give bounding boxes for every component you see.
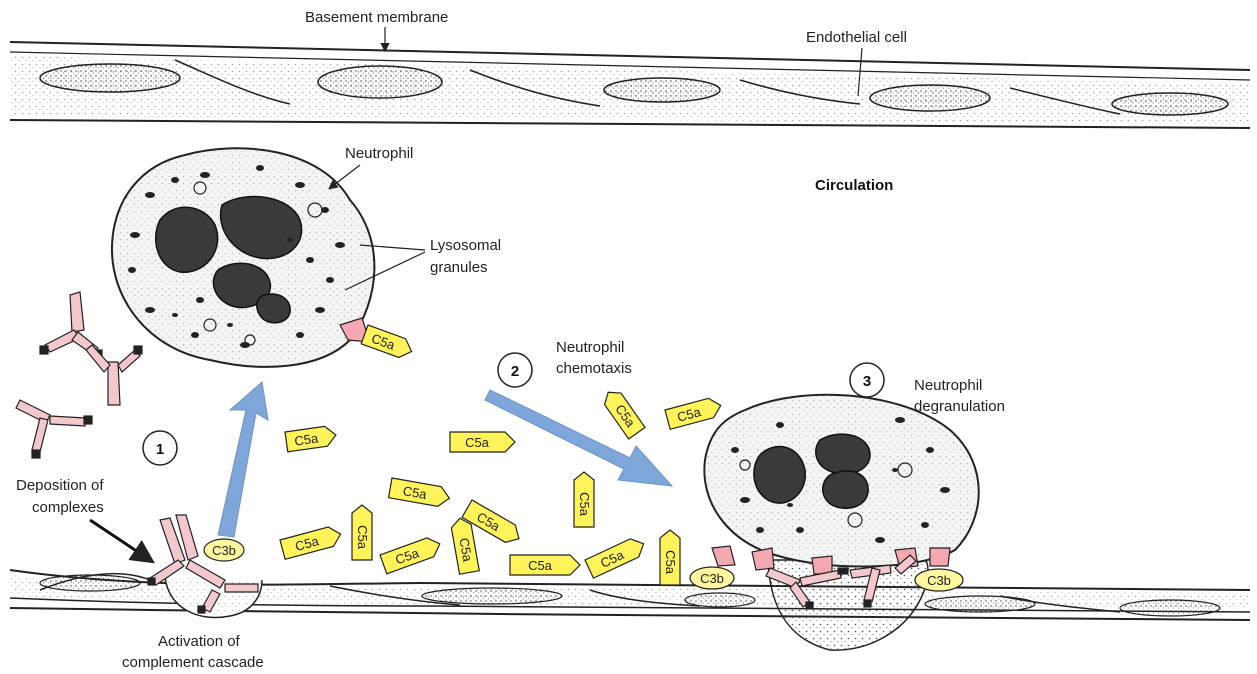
endothelial-nucleus [422, 588, 562, 604]
c5a-tag: C5a [352, 505, 372, 560]
deposition-pointer [90, 520, 150, 560]
endothelial-cell-label: Endothelial cell [806, 29, 907, 46]
activation-arrow [218, 382, 268, 537]
c5a-tag: C5a [389, 478, 452, 508]
nucleus-lobe [754, 447, 805, 504]
step-3-marker: 3 [850, 363, 884, 397]
chemotaxis-label-1: Neutrophil [556, 339, 624, 356]
step-2-marker: 2 [498, 353, 532, 387]
svg-text:2: 2 [511, 363, 519, 380]
c5a-tag: C5a [585, 535, 648, 578]
svg-text:C5a: C5a [355, 525, 370, 550]
c5a-tag: C5a [361, 325, 415, 361]
c5a-tag: C5a [574, 472, 594, 527]
circulation-label: Circulation [815, 177, 893, 194]
nucleus-lobe [156, 207, 218, 272]
c5a-tag: C5a [285, 425, 337, 452]
endothelial-nucleus [685, 593, 755, 607]
activation-label-2: complement cascade [122, 654, 264, 671]
c5a-tag: C5a [660, 530, 680, 585]
endothelial-nucleus [1120, 600, 1220, 616]
activation-label-1: Activation of [158, 633, 241, 650]
step-1-marker: 1 [143, 431, 177, 465]
c5a-tag: C5a [380, 534, 443, 573]
endothelial-nucleus [925, 596, 1035, 612]
c5a-tag: C5a [450, 432, 515, 452]
svg-text:C3b: C3b [700, 571, 724, 586]
degranulation-label-1: Neutrophil [914, 377, 982, 394]
c3b-tag: C3b [915, 569, 963, 591]
neutrophil-cell [112, 148, 374, 367]
endothelial-nucleus [604, 78, 720, 102]
chemotaxis-arrow [485, 390, 672, 486]
degranulation-label-2: degranulation [914, 398, 1005, 415]
svg-text:1: 1 [156, 441, 164, 458]
nucleus-lobe [257, 294, 290, 323]
free-antibody [86, 345, 142, 405]
svg-text:C5a: C5a [663, 550, 678, 575]
c5a-tag: C5a [280, 524, 343, 559]
endothelial-nucleus [1112, 93, 1228, 115]
svg-text:C5a: C5a [465, 435, 490, 450]
deposition-label-2: complexes [32, 499, 104, 516]
endothelial-nucleus [40, 64, 180, 92]
nucleus-lobe [816, 434, 870, 474]
neutrophil-label: Neutrophil [345, 145, 413, 162]
endothelial-nucleus [40, 575, 140, 591]
c5a-tag: C5a [600, 387, 645, 439]
svg-text:3: 3 [863, 373, 871, 390]
svg-text:C5a: C5a [577, 492, 592, 517]
chemotaxis-label-2: chemotaxis [556, 360, 632, 377]
lysosomal-label-1: Lysosomal [430, 237, 501, 254]
free-antibody [16, 400, 92, 458]
basement-membrane-label: Basement membrane [305, 9, 448, 26]
svg-text:C3b: C3b [212, 543, 236, 558]
top-vessel-wall [10, 42, 1250, 128]
endothelial-nucleus [870, 85, 990, 111]
c3b-tag: C3b [690, 567, 734, 589]
endothelial-nucleus [318, 66, 442, 98]
svg-text:C3b: C3b [927, 573, 951, 588]
c3b-tag: C3b [204, 539, 244, 561]
lysosomal-label-2: granules [430, 259, 488, 276]
nucleus-lobe [823, 471, 868, 508]
c5a-tag: C5a [665, 396, 723, 430]
svg-text:C5a: C5a [528, 558, 553, 573]
c5a-tag: C5a [510, 555, 580, 575]
deposition-label-1: Deposition of [16, 477, 104, 494]
